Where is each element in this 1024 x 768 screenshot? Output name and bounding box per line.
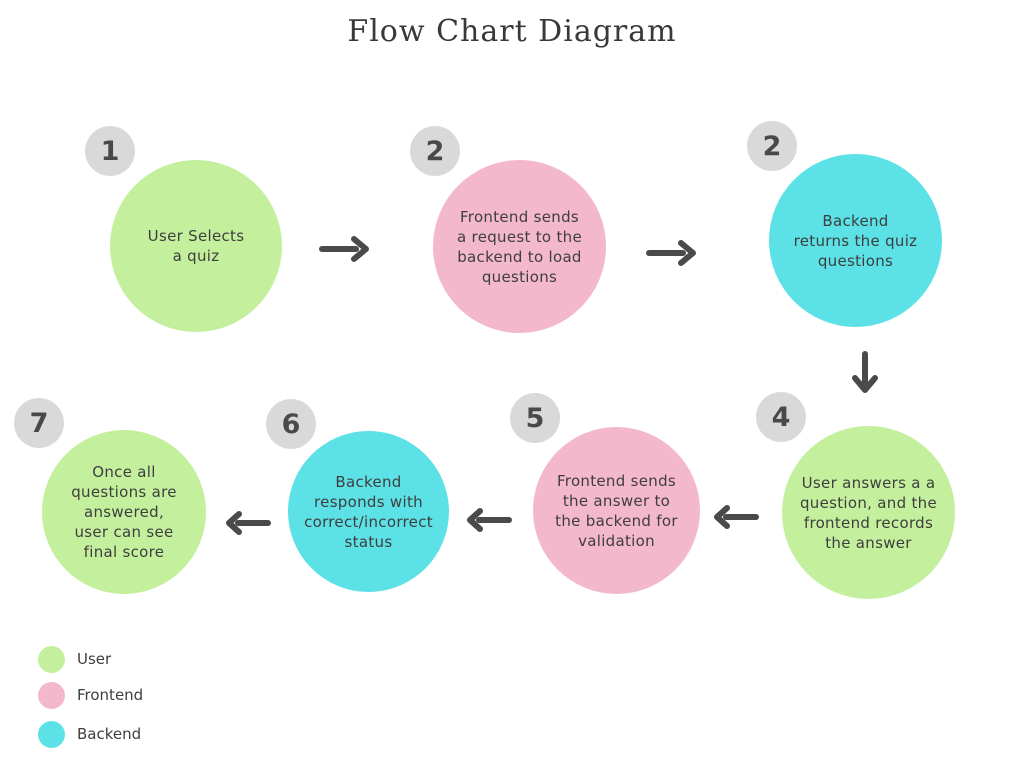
arrow-right-icon <box>319 236 369 262</box>
step-7-text: Once all questions are answered, user ca… <box>71 463 177 561</box>
diagram-title: Flow Chart Diagram <box>347 14 677 49</box>
step-3-number-badge: 2 <box>747 121 797 171</box>
step-3-circle: Backend returns the quiz questions <box>769 154 942 327</box>
step-4-circle: User answers a a question, and the front… <box>782 426 955 599</box>
arrow-left-icon <box>714 505 759 529</box>
arrow-left-icon <box>226 511 271 535</box>
step-6-text: Backend responds with correct/incorrect … <box>304 472 433 551</box>
step-2-text: Frontend sends a request to the backend … <box>457 207 582 286</box>
step-2-circle: Frontend sends a request to the backend … <box>433 160 606 333</box>
step-3-text: Backend returns the quiz questions <box>793 211 918 270</box>
legend-swatch-frontend <box>38 682 65 709</box>
step-6-circle: Backend responds with correct/incorrect … <box>288 431 449 592</box>
step-4-number-badge: 4 <box>756 392 806 442</box>
arrow-down-icon <box>852 351 878 393</box>
arrow-right-icon <box>646 240 696 266</box>
step-1-circle: User Selects a quiz <box>110 160 282 332</box>
step-1-number-badge: 1 <box>85 126 135 176</box>
legend-label-backend: Backend <box>77 725 142 743</box>
step-7-circle: Once all questions are answered, user ca… <box>42 430 206 594</box>
step-6-number-badge: 6 <box>266 399 316 449</box>
step-5-circle: Frontend sends the answer to the backend… <box>533 427 700 594</box>
step-7-number-badge: 7 <box>14 398 64 448</box>
legend-label-user: User <box>77 650 112 668</box>
step-2-number-badge: 2 <box>410 126 460 176</box>
step-4-text: User answers a a question, and the front… <box>799 473 938 552</box>
step-5-text: Frontend sends the answer to the backend… <box>555 471 678 550</box>
legend-swatch-user <box>38 646 65 673</box>
step-5-number-badge: 5 <box>510 393 560 443</box>
legend-label-frontend: Frontend <box>77 686 144 704</box>
legend-swatch-backend <box>38 721 65 748</box>
arrow-left-icon <box>467 508 512 532</box>
step-1-text: User Selects a quiz <box>147 227 245 265</box>
